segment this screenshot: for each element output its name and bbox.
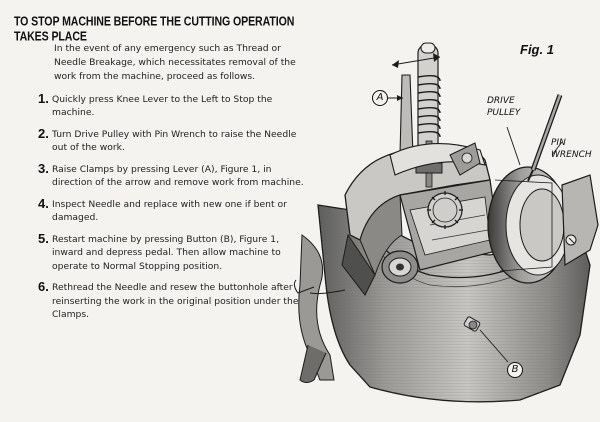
step-text: Inspect Needle and replace with new one … [52,199,287,224]
machine-illustration [293,42,599,403]
step-number: 4. [38,196,49,211]
step-number: 1. [38,91,49,106]
intro-paragraph: In the event of any emergency such as Th… [54,43,296,82]
drive-pulley [487,166,571,284]
step-number: 2. [38,126,49,141]
callout-drive-pulley: Drive Pulley [487,96,521,118]
button-b [463,316,481,332]
step-text: Rethread the Needle and resew the button… [52,282,299,321]
step-6: 6. Rethread the Needle and resew the but… [38,279,306,321]
step-2: 2. Turn Drive Pulley with Pin Wrench to … [38,126,306,155]
step-number: 6. [38,279,49,295]
step-3: 3. Raise Clamps by pressing Lever (A), F… [38,161,306,190]
step-text: Turn Drive Pulley with Pin Wrench to rai… [52,129,297,154]
steps-list: 1. Quickly press Knee Lever to the Left … [38,91,306,330]
callout-pin-wrench: Pin Wrench [551,138,592,160]
step-number: 5. [38,231,49,246]
gear [427,191,463,229]
step-4: 4. Inspect Needle and replace with new o… [38,196,306,225]
step-text: Restart machine by pressing Button (B), … [52,234,281,272]
step-number: 3. [38,161,49,176]
step-5: 5. Restart machine by pressing Button (B… [38,231,306,273]
spring [417,74,441,138]
figure-label: Fig. 1 [520,42,554,57]
step-text: Raise Clamps by pressing Lever (A), Figu… [52,164,304,189]
marker-b: B [507,362,523,378]
section-heading: TO STOP MACHINE BEFORE THE CUTTING OPERA… [14,14,295,44]
step-text: Quickly press Knee Lever to the Left to … [52,94,273,119]
step-1: 1. Quickly press Knee Lever to the Left … [38,91,306,120]
marker-a: A [372,90,388,106]
